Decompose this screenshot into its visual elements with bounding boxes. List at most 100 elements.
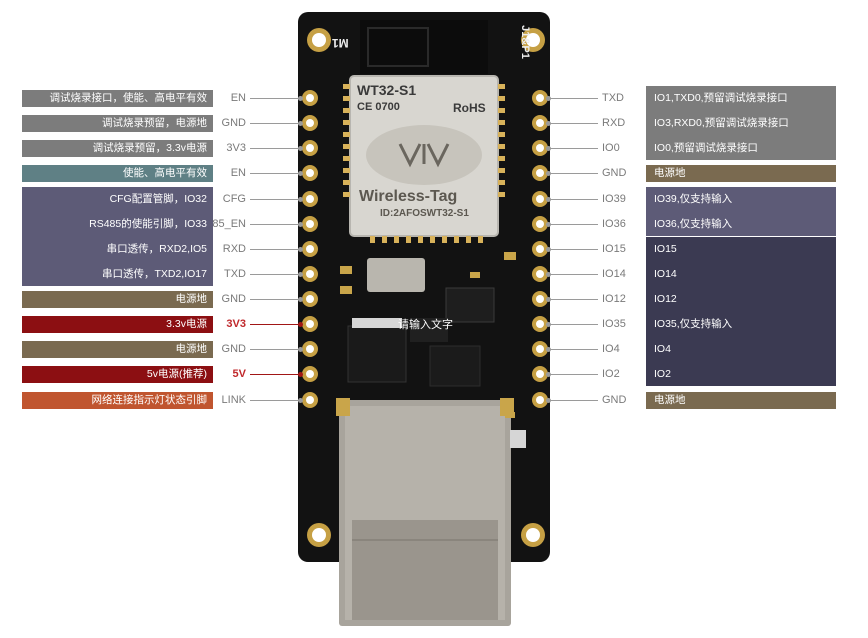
right-pin-leader bbox=[548, 148, 598, 149]
left-pin-name: CFG bbox=[222, 193, 246, 205]
right-pin-leader bbox=[548, 224, 598, 225]
left-pin-name: RXD bbox=[222, 243, 246, 255]
left-pin-name: 485_EN bbox=[206, 218, 246, 230]
left-header-hole-11 bbox=[306, 370, 314, 378]
board-mark-j1: J1&P1 bbox=[518, 25, 531, 59]
left-pin-dot bbox=[298, 171, 303, 176]
right-pin-dot bbox=[546, 322, 551, 327]
right-pin-description: IO3,RXD0,预留调试烧录接口 bbox=[654, 117, 789, 129]
right-header-hole-0 bbox=[536, 94, 544, 102]
left-pin-description: 使能、高电平有效 bbox=[22, 165, 213, 182]
left-pin-leader bbox=[250, 148, 302, 149]
right-pin-leader bbox=[548, 400, 598, 401]
right-pin-leader bbox=[548, 123, 598, 124]
left-header-hole-7 bbox=[306, 270, 314, 278]
right-pin-dot bbox=[546, 347, 551, 352]
left-pin-dot bbox=[298, 222, 303, 227]
left-pin-description: 串口透传，RXD2,IO5 bbox=[106, 243, 207, 255]
left-pin-leader bbox=[250, 173, 302, 174]
right-pin-name: IO15 bbox=[602, 243, 626, 255]
left-pin-dot bbox=[298, 322, 303, 327]
left-header-hole-5 bbox=[306, 220, 314, 228]
left-pin-description: 调试烧录预留，3.3v电源 bbox=[22, 140, 213, 157]
module-brand: Wireless-Tag bbox=[359, 188, 458, 205]
right-pin-leader bbox=[548, 98, 598, 99]
left-header-hole-3 bbox=[306, 169, 314, 177]
right-pin-leader bbox=[548, 324, 598, 325]
left-pin-leader bbox=[250, 98, 302, 99]
right-pin-name: TXD bbox=[602, 92, 624, 104]
wireless-tag-logo-icon bbox=[398, 140, 450, 175]
right-header-hole-3 bbox=[536, 169, 544, 177]
right-pin-description: IO12 bbox=[654, 293, 677, 305]
left-pin-leader bbox=[250, 324, 302, 325]
right-pin-description: IO0,预留调试烧录接口 bbox=[654, 142, 758, 154]
left-header-hole-10 bbox=[306, 345, 314, 353]
left-pin-description: 调试烧录接口，使能、高电平有效 bbox=[22, 90, 213, 107]
left-pin-name: GND bbox=[221, 293, 246, 305]
right-pin-leader bbox=[548, 374, 598, 375]
left-pin-leader bbox=[250, 400, 302, 401]
right-header-hole-5 bbox=[536, 220, 544, 228]
left-pin-description: CFG配置管脚，IO32 bbox=[109, 193, 207, 205]
left-pin-description: 网络连接指示灯状态引脚 bbox=[22, 392, 213, 409]
left-pin-leader bbox=[250, 199, 302, 200]
right-pin-leader bbox=[548, 173, 598, 174]
left-pin-dot bbox=[298, 297, 303, 302]
right-pin-name: IO0 bbox=[602, 142, 620, 154]
right-pin-dot bbox=[546, 171, 551, 176]
right-pin-dot bbox=[546, 272, 551, 277]
right-pin-name: GND bbox=[602, 167, 627, 179]
right-pin-name: IO2 bbox=[602, 368, 620, 380]
left-pin-leader bbox=[250, 299, 302, 300]
left-pin-dot bbox=[298, 197, 303, 202]
right-pin-name: RXD bbox=[602, 117, 626, 129]
right-pin-leader bbox=[548, 199, 598, 200]
right-pin-dot bbox=[546, 222, 551, 227]
module-rohs: RoHS bbox=[453, 101, 486, 115]
right-header-hole-6 bbox=[536, 245, 544, 253]
right-pin-dot bbox=[546, 372, 551, 377]
left-header-hole-1 bbox=[306, 119, 314, 127]
right-pin-name: IO4 bbox=[602, 343, 620, 355]
left-pin-description: 5v电源(推荐) bbox=[22, 366, 213, 383]
right-pin-description: IO14 bbox=[654, 268, 677, 280]
left-pin-dot bbox=[298, 247, 303, 252]
left-pin-name: 3V3 bbox=[226, 318, 246, 330]
left-pin-name: 3V3 bbox=[226, 142, 246, 154]
left-header-hole-8 bbox=[306, 295, 314, 303]
left-pin-leader bbox=[250, 374, 302, 375]
left-pin-description: RS485的使能引脚，IO33 bbox=[89, 218, 207, 230]
right-pin-leader bbox=[548, 299, 598, 300]
watermark: 请输入文字 bbox=[398, 319, 453, 331]
right-pin-dot bbox=[546, 96, 551, 101]
right-pin-description: IO36,仅支持输入 bbox=[654, 218, 733, 230]
left-header-hole-12 bbox=[306, 396, 314, 404]
right-description-group: IO39,仅支持输入 IO36,仅支持输入 bbox=[646, 187, 836, 236]
right-pin-dot bbox=[546, 398, 551, 403]
left-pin-dot bbox=[298, 146, 303, 151]
right-pin-dot bbox=[546, 197, 551, 202]
right-pin-description: IO39,仅支持输入 bbox=[654, 193, 733, 205]
brand-logo-mark bbox=[398, 143, 450, 168]
left-pin-name: EN bbox=[230, 167, 246, 179]
left-pin-name: EN bbox=[230, 92, 246, 104]
right-header-hole-8 bbox=[536, 295, 544, 303]
left-pin-dot bbox=[298, 398, 303, 403]
right-pin-description: IO2 bbox=[654, 368, 671, 380]
left-pin-description: 串口透传，TXD2,IO17 bbox=[101, 268, 207, 280]
right-pin-name: IO14 bbox=[602, 268, 626, 280]
left-pin-description: 调试烧录预留，电源地 bbox=[22, 115, 213, 132]
board-mark-m1: M1 bbox=[332, 36, 349, 50]
right-header-hole-2 bbox=[536, 144, 544, 152]
right-pin-dot bbox=[546, 297, 551, 302]
right-header-hole-11 bbox=[536, 370, 544, 378]
right-pin-name: IO35 bbox=[602, 318, 626, 330]
right-pin-name: GND bbox=[602, 394, 627, 406]
left-header-hole-2 bbox=[306, 144, 314, 152]
right-header-hole-9 bbox=[536, 320, 544, 328]
right-pin-dot bbox=[546, 247, 551, 252]
right-header-hole-1 bbox=[536, 119, 544, 127]
left-pin-leader bbox=[250, 349, 302, 350]
